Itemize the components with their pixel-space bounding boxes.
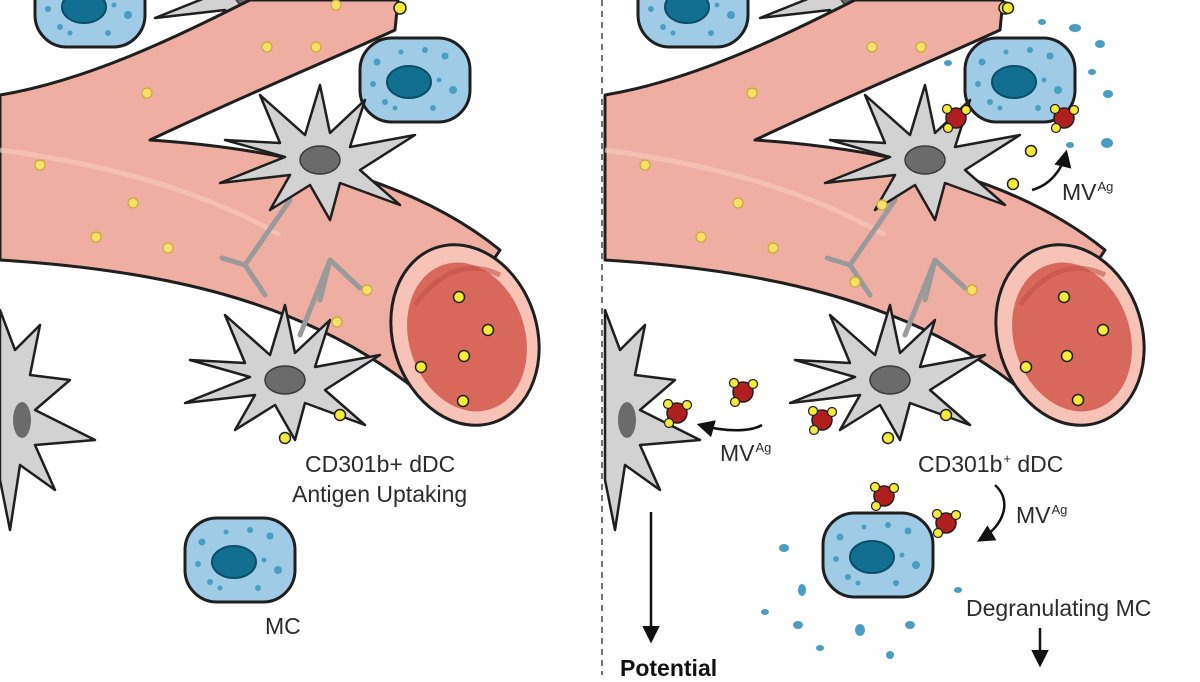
mv-label: MVAg — [1016, 502, 1067, 532]
microvesicle — [1049, 103, 1080, 134]
antigen-particles — [639, 41, 978, 296]
degranulating-mast-cell — [821, 511, 935, 599]
microvesicle — [941, 103, 972, 134]
left-dc-sublabel: Antigen Uptaking — [292, 481, 468, 507]
mast-cell — [636, 0, 750, 49]
released-granules — [761, 19, 1113, 659]
lumen-antigens — [278, 290, 495, 445]
arrow — [976, 484, 1006, 542]
right-dc-label-main: CD301b — [918, 451, 1003, 477]
microvesicle — [869, 481, 900, 512]
left-dc-label: CD301b+ dDC — [305, 451, 456, 477]
right-panel — [603, 0, 1167, 668]
mv-label: MVAg — [720, 440, 771, 470]
left-panel — [0, 0, 562, 604]
mv-label-main: MV — [1062, 179, 1097, 205]
microvesicle — [662, 398, 693, 429]
mv-label-sup: Ag — [1097, 179, 1114, 194]
mv-label: MVAg — [1062, 179, 1113, 209]
mv-label-main: MV — [1016, 502, 1051, 528]
arrows — [642, 149, 1072, 668]
mast-cell — [183, 516, 297, 604]
microvesicle — [931, 508, 962, 539]
right-dc-label: CD301b+ dDC — [918, 451, 1063, 481]
degranulating-mc-label: Degranulating MC — [966, 595, 1152, 621]
mv-label-main: MV — [720, 440, 755, 466]
right-dc-label-tail: dDC — [1010, 451, 1064, 477]
mv-label-sup: Ag — [1051, 502, 1068, 517]
mast-cell — [33, 0, 147, 49]
right-dc-label-sup: + — [1003, 451, 1011, 466]
lumen-antigens — [881, 1, 1110, 445]
antigen-particles — [34, 0, 373, 328]
microvesicle — [807, 405, 838, 436]
microvesicle — [728, 377, 759, 408]
dendritic-cell — [603, 308, 702, 532]
mv-label-sup: Ag — [755, 440, 772, 455]
mast-cell — [358, 36, 472, 124]
left-mc-label: MC — [265, 613, 301, 639]
arrow — [1031, 149, 1072, 192]
dendritic-cell — [0, 308, 97, 532]
potential-label: Potential — [620, 655, 718, 681]
arrow — [696, 420, 763, 438]
